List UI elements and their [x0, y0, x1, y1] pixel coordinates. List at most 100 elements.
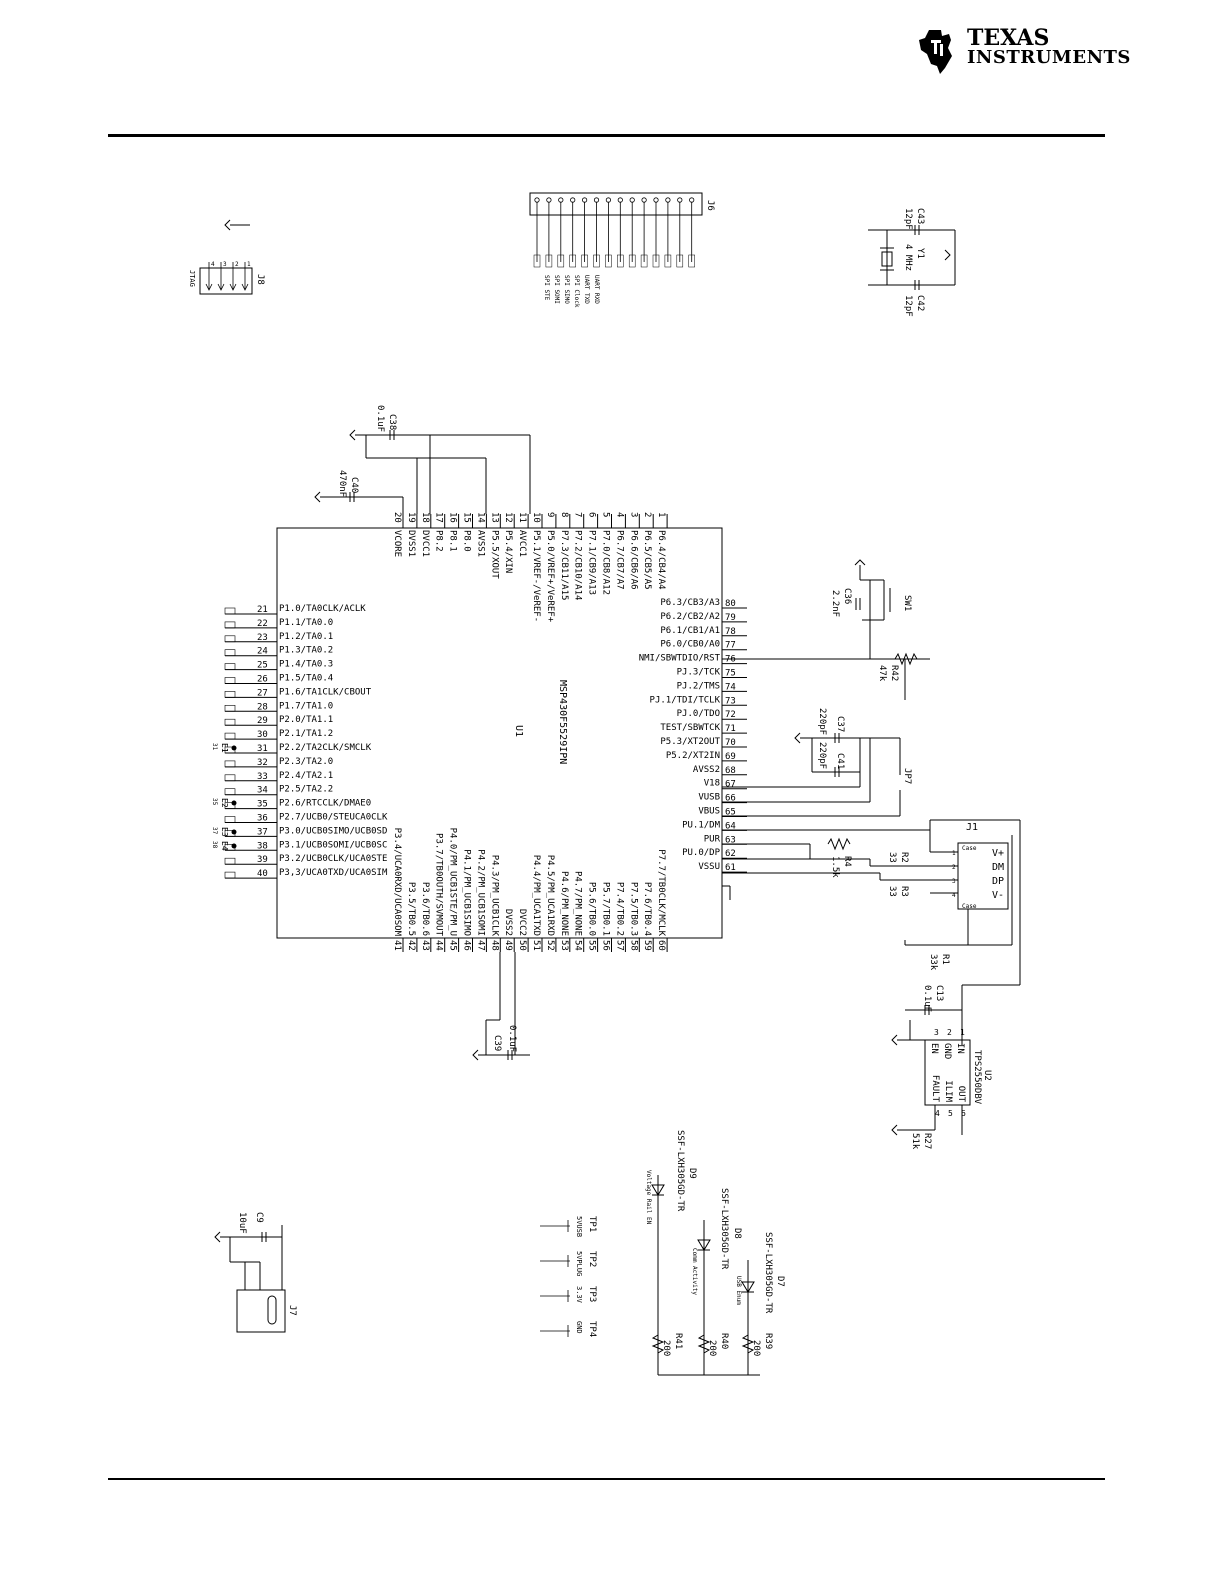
u1-pin-number: 43 — [420, 940, 430, 951]
u1-pin-name: P3.7/TB0OUTH/SVMOUT — [434, 833, 444, 937]
u1-pin-name: P6.0/CB0/A0 — [660, 640, 720, 650]
u1-pin-name: PU.0/DP — [682, 848, 721, 858]
u1-pin-name: AVCC1 — [517, 530, 527, 557]
j1-pin-number: 3 — [952, 878, 956, 885]
u1-pin-number: 20 — [392, 512, 402, 523]
u1-pin-name: P5.3/XT2OUT — [660, 737, 720, 747]
u1-pin-number: 34 — [257, 786, 268, 796]
net-label-box — [224, 732, 236, 740]
j6-pin — [593, 197, 600, 203]
d9-desc: Voltage Rail EN — [645, 1170, 652, 1225]
u1-pin-name: P4.0/PM_UCB1STE/PM_U — [448, 828, 458, 936]
j8-pin-arrow — [217, 283, 225, 291]
u1-pin-number: 51 — [531, 940, 541, 951]
j8-name: JTAG — [188, 270, 196, 287]
u1-pin-name: P7.3/CB11/A15 — [559, 530, 569, 600]
c42-ref: C42 — [915, 295, 925, 311]
u1-pin-number: 63 — [725, 835, 736, 845]
u1-pin-number: 4 — [614, 512, 624, 517]
u1-pin-name: P2.5/TA2.2 — [279, 785, 333, 795]
u1-pin-name: P4.1/PM_UCB1SIMO — [462, 849, 472, 936]
net-label-box — [224, 802, 236, 809]
j6-pin — [534, 197, 540, 203]
tp4-name: GND — [575, 1321, 583, 1334]
u1-pin-number: 11 — [517, 512, 527, 523]
net-label-box — [605, 254, 612, 268]
u1-pin-number: 7 — [573, 512, 583, 517]
c13-ref: C13 — [934, 985, 944, 1001]
u1-pin-number: 33 — [257, 772, 268, 782]
j6-pin — [653, 197, 659, 203]
u1-pin-name: P8.0 — [462, 530, 472, 552]
e3-ref: E3 — [220, 827, 229, 837]
j1-pin-number: 1 — [952, 850, 956, 857]
u1-pin-name: P3.4/UCA0RXD/UCA0SOM — [392, 828, 402, 937]
u1-pin-name: P2.1/TA1.2 — [279, 729, 333, 739]
u1-pin-number: 13 — [489, 512, 499, 523]
u1-pin-number: 62 — [725, 849, 736, 859]
c36-ref: C36 — [842, 588, 852, 604]
u1-pin-name: P7.5/TB0.3 — [628, 882, 638, 936]
u1-pin-name: DVSS2 — [503, 909, 513, 936]
u2-part: TPS2550DBV — [972, 1050, 982, 1105]
c40-value: 470nF — [337, 470, 347, 497]
u1-pin-name: P1.6/TA1CLK/CBOUT — [279, 687, 372, 697]
e2-num: 35 — [211, 798, 218, 806]
net-label-box — [628, 254, 636, 268]
u1-pin-name: VBUS — [698, 807, 720, 817]
j8-pin-number: 3 — [223, 261, 227, 268]
u1-pin-name: P4.4/PM_UCA1TXD — [531, 855, 541, 936]
u1-pin-name: P4.7/PM_NONE — [573, 871, 583, 936]
net-label-box — [569, 254, 576, 268]
u1-pin-number: 48 — [489, 940, 499, 951]
u1-pin-name: P4.6/PM_NONE — [559, 871, 569, 936]
u1-pin-number: 42 — [406, 940, 416, 951]
usb-power-network — [722, 732, 901, 817]
u1-pin-name: P5.6/TB0.0 — [587, 882, 597, 936]
u1-pin-number: 39 — [257, 855, 268, 865]
tp4-ref: TP4 — [587, 1321, 597, 1337]
c37-ref: C37 — [835, 716, 845, 732]
u1-pin-number: 3 — [628, 512, 638, 517]
u1-pin-name: P2.0/TA1.1 — [279, 715, 333, 725]
r1-ref: R1 — [940, 954, 950, 965]
r42-ref: R42 — [889, 665, 899, 681]
c41-value: 220pF — [817, 742, 827, 769]
u1-pin-name: NMI/SBWTDIO/RST — [639, 654, 721, 664]
u1-pin-number: 26 — [257, 675, 268, 685]
u1-pin-number: 57 — [614, 940, 624, 951]
u1-pin-number: 44 — [434, 940, 444, 951]
d9-part: SSF-LXH305GD-TR — [675, 1130, 685, 1212]
j1-ref: J1 — [966, 822, 978, 833]
net-label-box — [533, 254, 541, 268]
c36-value: 2.2nF — [830, 590, 840, 617]
u1-pin-number: 68 — [725, 766, 736, 776]
j6-signal-label: UART TXD — [583, 275, 590, 304]
u2-pin-name: ILIM — [943, 1080, 953, 1102]
j8-header — [199, 219, 253, 295]
net-label-box — [224, 774, 236, 782]
u1-pin-number: 76 — [725, 655, 736, 665]
u2-pin-name: OUT — [956, 1086, 966, 1103]
net-label-box — [224, 621, 236, 629]
tp2-name: 5VPLUG — [575, 1251, 583, 1276]
j6-pin — [629, 197, 635, 203]
u1-pin-name: P2.2/TA2CLK/SMCLK — [279, 743, 372, 753]
j1-connector — [722, 819, 1021, 1045]
u2-pin-number: 6 — [961, 1109, 966, 1118]
u1-pin-name: DVCC2 — [517, 909, 527, 936]
footer-rule — [108, 1478, 1105, 1480]
u1-pin-number: 66 — [725, 794, 736, 804]
u1-pin-number: 25 — [257, 661, 268, 671]
u1-pin-name: P2.4/TA2.1 — [279, 771, 333, 781]
u1-pin-name: AVSS2 — [693, 765, 720, 775]
u1-pin-number: 59 — [642, 940, 652, 951]
u1-pin-number: 75 — [725, 669, 736, 679]
u1-pin-name: P3.0/UCB0SIMO/UCB0SD — [279, 826, 387, 836]
r39-ref: R39 — [763, 1333, 773, 1349]
u1-pin-name: P5.5/XOUT — [489, 530, 499, 579]
u1-pin-number: 54 — [573, 940, 583, 951]
c43-value: 12pF — [903, 208, 913, 230]
